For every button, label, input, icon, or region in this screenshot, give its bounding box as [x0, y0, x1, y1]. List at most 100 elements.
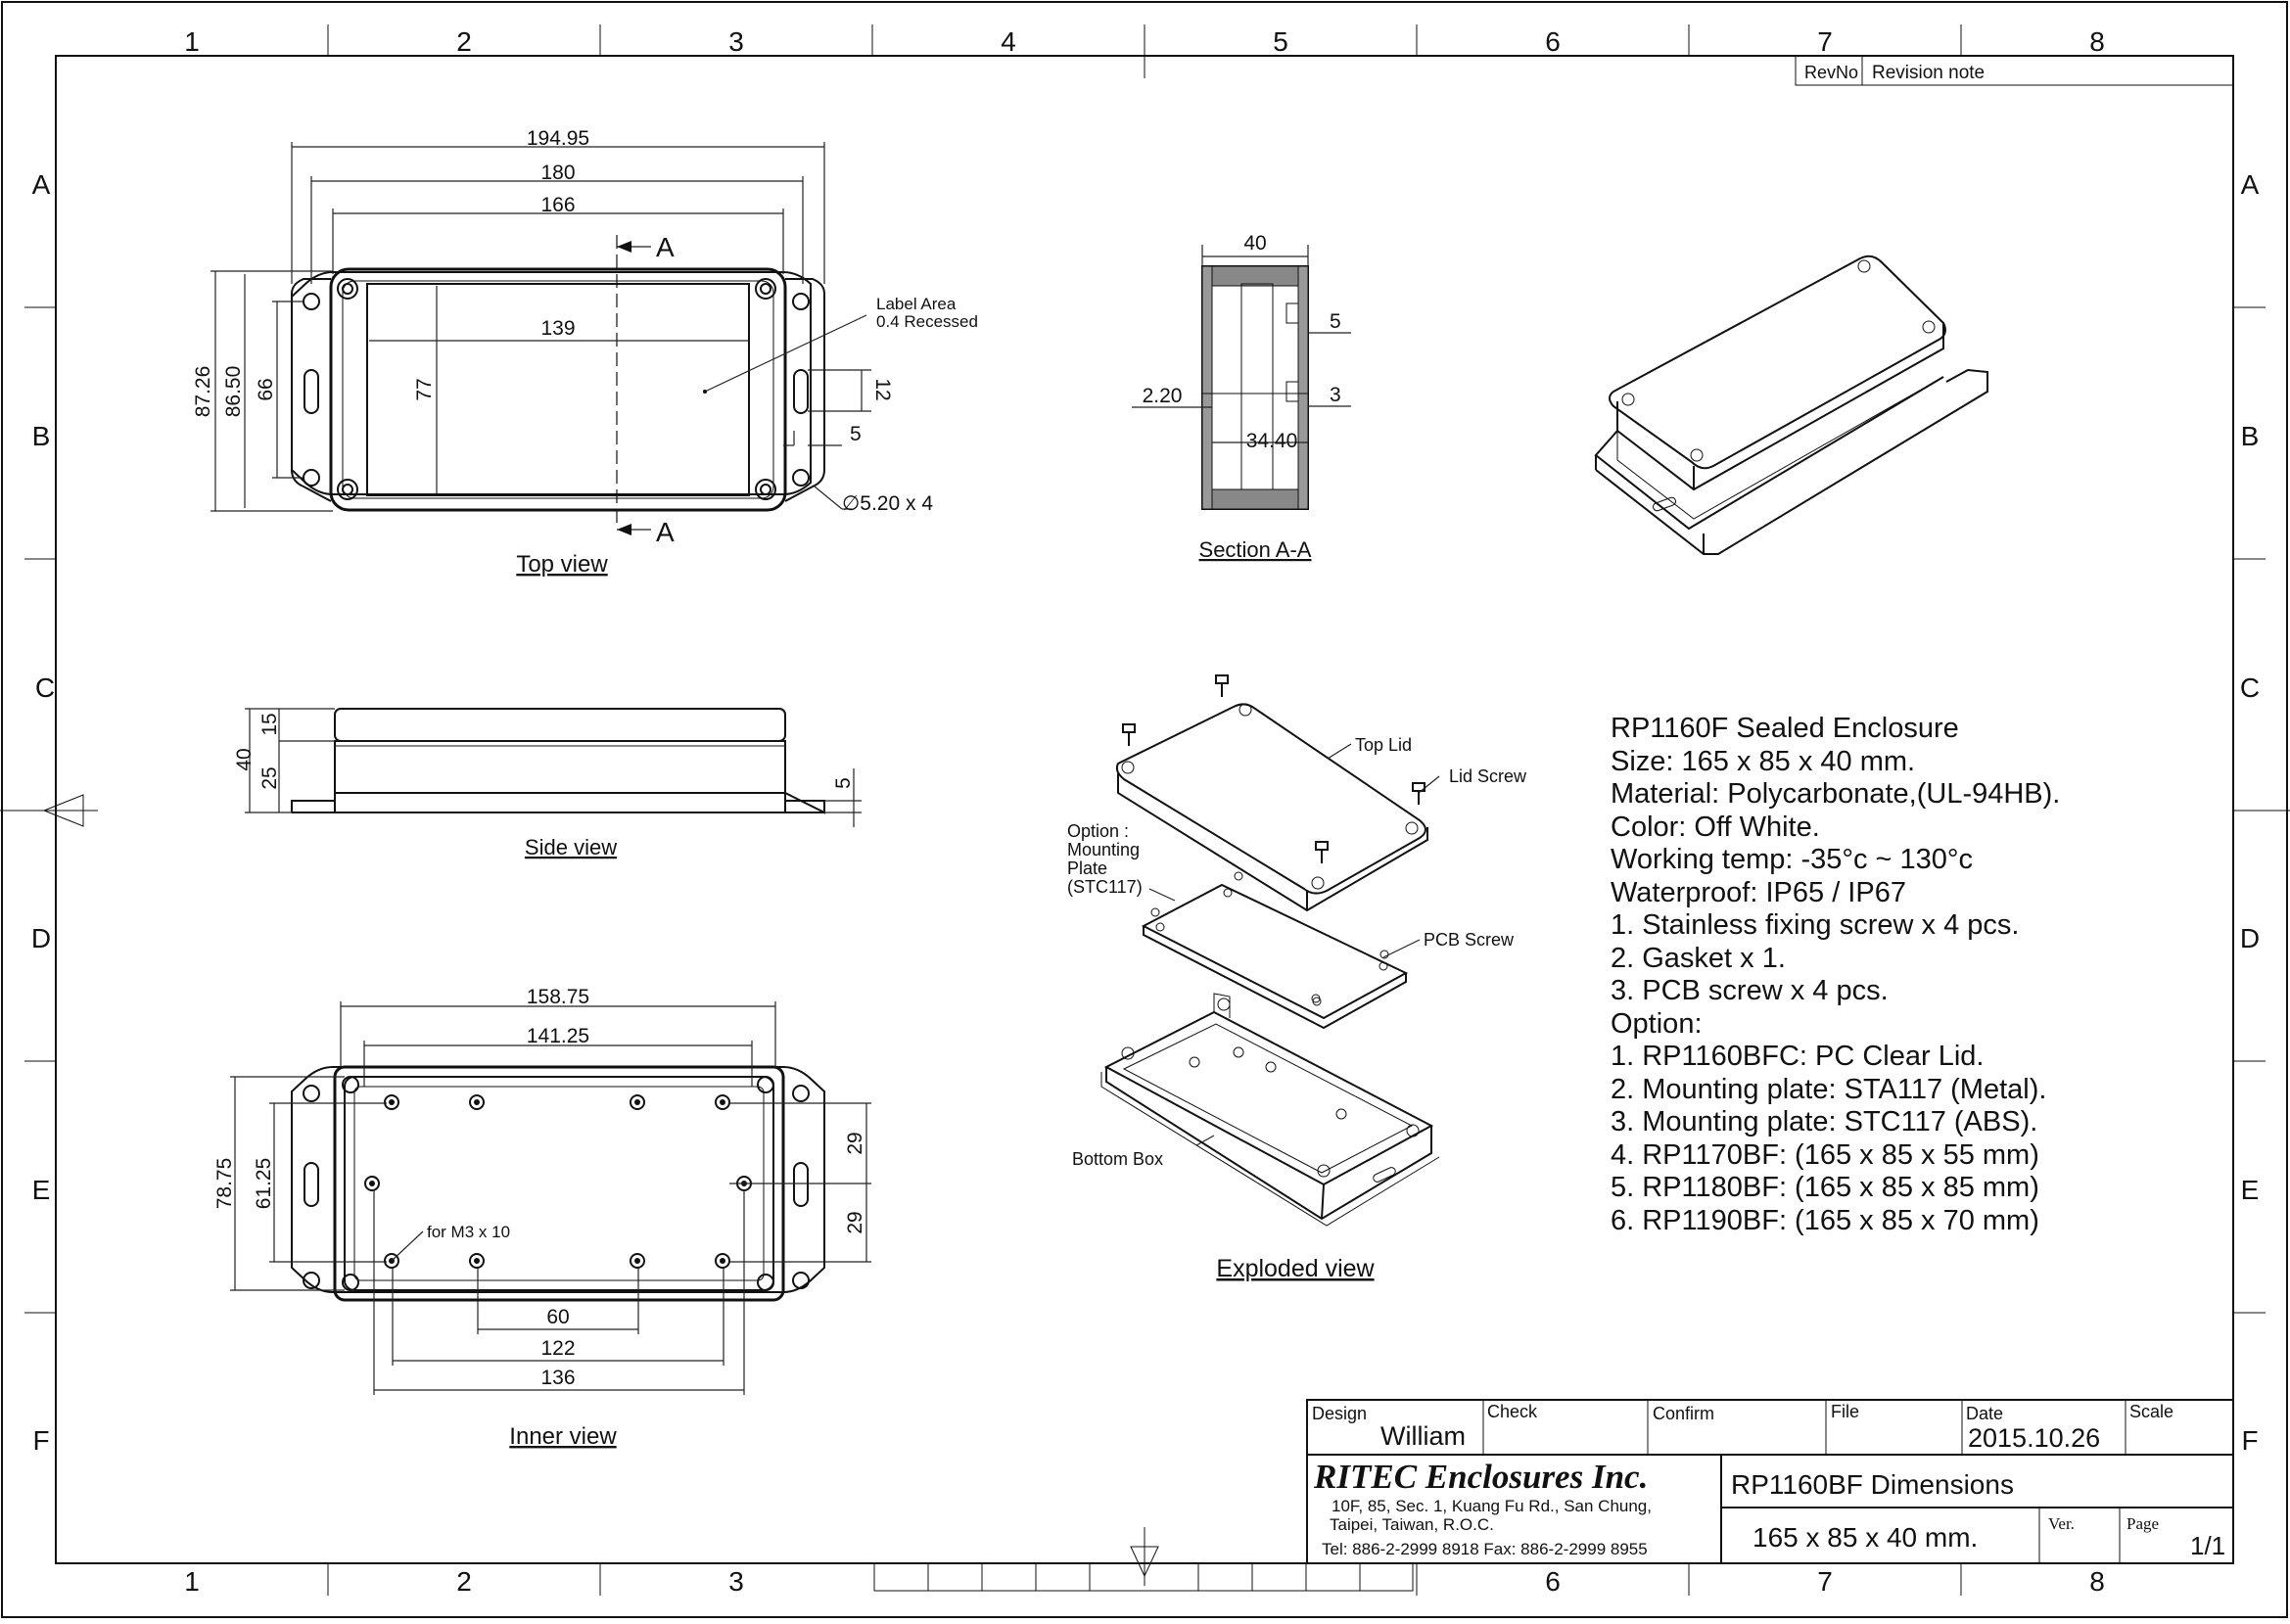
row-label: B	[2241, 421, 2260, 451]
col-label: 3	[728, 1566, 744, 1597]
col-label: 3	[728, 26, 744, 57]
section-mark-bottom: A	[656, 517, 675, 547]
rev-no-label: RevNo	[1804, 63, 1858, 82]
spec-line: Option:	[1611, 1007, 1703, 1040]
label-area-note-2: 0.4 Recessed	[876, 312, 978, 331]
spec-line: 2. Mounting plate: STA117 (Metal).	[1611, 1073, 2047, 1105]
dim-height-overall: 87.26	[192, 366, 214, 418]
spec-line: Size: 165 x 85 x 40 mm.	[1611, 745, 1916, 777]
section-view-title: Section A-A	[1199, 537, 1312, 562]
side-view: 40 15 25 5 Side view	[233, 708, 862, 859]
col-label: 1	[184, 26, 200, 57]
dim-section-inner: 34.40	[1246, 430, 1298, 452]
ver-label: Ver.	[2048, 1514, 2075, 1533]
rev-note-label: Revision note	[1872, 63, 1985, 83]
row-label: B	[32, 421, 51, 451]
design-value: William	[1380, 1421, 1466, 1451]
company-logo: RITEC Enclosures Inc.	[1313, 1458, 1648, 1496]
row-label: F	[2241, 1425, 2258, 1456]
dim-pitch-mid: 122	[540, 1337, 575, 1360]
dim-side-flange: 5	[832, 777, 855, 789]
address-line-1: 10F, 85, Sec. 1, Kuang Fu Rd., San Chung…	[1332, 1497, 1652, 1515]
drawing-title: RP1160BF Dimensions	[1731, 1469, 2014, 1500]
dim-inner-height: 61.25	[253, 1158, 275, 1210]
spec-line: 5. RP1180BF: (165 x 85 x 85 mm)	[1611, 1172, 2039, 1203]
label-option-2: Mounting	[1067, 840, 1140, 859]
dim-inner-width: 141.25	[527, 1025, 589, 1047]
spec-line: 2. Gasket x 1.	[1611, 942, 1786, 974]
col-label: 8	[2089, 1566, 2105, 1597]
dim-label-height: 77	[413, 378, 436, 400]
label-bottom-box: Bottom Box	[1072, 1149, 1163, 1169]
dim-flange-width: 180	[540, 162, 575, 184]
dim-body-width: 166	[540, 194, 575, 216]
boss-note: for M3 x 10	[427, 1223, 510, 1241]
dim-section-groove: 3	[1330, 384, 1341, 406]
title-block: Design William Check Confirm File Date 2…	[1306, 1399, 2234, 1564]
dim-pitch-big: 136	[540, 1367, 575, 1389]
label-top-lid: Top Lid	[1355, 735, 1412, 755]
col-label: 7	[1817, 26, 1833, 57]
spec-line: 3. PCB screw x 4 pcs.	[1611, 975, 1889, 1006]
spec-line: 1. Stainless fixing screw x 4 pcs.	[1611, 909, 2020, 941]
label-option-1: Option :	[1067, 821, 1129, 841]
row-label: C	[35, 673, 55, 703]
dim-height-body: 86.50	[222, 366, 245, 418]
exploded-view: Top Lid Lid Screw Option : Mounting Plat…	[1067, 674, 1527, 1282]
spec-line: Color: Off White.	[1611, 811, 1820, 843]
dim-side-lid: 15	[258, 713, 281, 735]
dim-side-base: 25	[258, 766, 281, 789]
address-line-2: Taipei, Taiwan, R.O.C.	[1330, 1515, 1494, 1534]
dim-half-a: 29	[844, 1132, 866, 1154]
page-value: 1/1	[2190, 1531, 2225, 1560]
col-label: 8	[2089, 26, 2105, 57]
label-area-note-1: Label Area	[876, 295, 957, 313]
label-option-4: (STC117)	[1067, 877, 1143, 897]
col-label: 2	[456, 1566, 472, 1597]
column-labels-top: 1 2 3 4 5 6 7 8	[184, 26, 2105, 57]
spec-line: 4. RP1170BF: (165 x 85 x 55 mm)	[1611, 1138, 2039, 1171]
label-option-3: Plate	[1067, 858, 1107, 878]
dim-inner-outer-width: 158.75	[527, 986, 589, 1008]
row-label: D	[2240, 923, 2260, 953]
spec-line: 6. RP1190BF: (165 x 85 x 70 mm)	[1611, 1204, 2039, 1236]
isometric-view	[1594, 255, 1988, 555]
dim-half-b: 29	[844, 1211, 866, 1233]
revision-box: RevNo Revision note	[1795, 55, 2234, 86]
row-label: C	[2240, 673, 2260, 703]
label-lid-screw: Lid Screw	[1449, 766, 1527, 786]
dim-overall-width: 194.95	[527, 127, 589, 150]
design-label: Design	[1312, 1404, 1367, 1423]
row-label: A	[32, 169, 51, 200]
inner-view: for M3 x 10 158.75 141.25 60 122 136 78.…	[213, 986, 871, 1450]
tel-fax: Tel: 886-2-2999 8918 Fax: 886-2-2999 895…	[1322, 1540, 1648, 1558]
col-label: 1	[184, 1566, 200, 1597]
dim-slot-offset: 5	[850, 423, 862, 445]
dim-pitch-small: 60	[546, 1306, 569, 1328]
top-view: A A 194.95 180 166 139 87.26 86.50 66 77…	[192, 127, 978, 578]
spec-line: RP1160F Sealed Enclosure	[1611, 713, 1959, 744]
dim-section-lip: 5	[1330, 310, 1341, 333]
spec-list: RP1160F Sealed Enclosure Size: 165 x 85 …	[1611, 713, 2060, 1237]
row-labels-left: A B C D E F	[31, 169, 55, 1456]
spec-line: Waterproof: IP65 / IP67	[1611, 876, 1906, 908]
side-view-title: Side view	[525, 835, 617, 859]
check-label: Check	[1487, 1402, 1538, 1421]
exploded-view-title: Exploded view	[1216, 1255, 1375, 1282]
top-view-title: Top view	[516, 551, 608, 578]
col-label: 6	[1545, 26, 1561, 57]
row-label: D	[31, 923, 51, 953]
spec-line: 3. Mounting plate: STC117 (ABS).	[1611, 1106, 2038, 1137]
file-label: File	[1831, 1402, 1859, 1421]
dim-side-total: 40	[233, 748, 256, 770]
dim-hole: ∅5.20 x 4	[842, 492, 933, 515]
dim-section-wall: 2.20	[1143, 385, 1183, 407]
col-label: 4	[1001, 26, 1016, 57]
date-value: 2015.10.26	[1968, 1423, 2100, 1453]
col-label: 6	[1545, 1566, 1561, 1597]
row-label: E	[2241, 1175, 2260, 1205]
row-labels-right: A B C D E F	[2240, 169, 2260, 1456]
col-label: 7	[1817, 1566, 1833, 1597]
